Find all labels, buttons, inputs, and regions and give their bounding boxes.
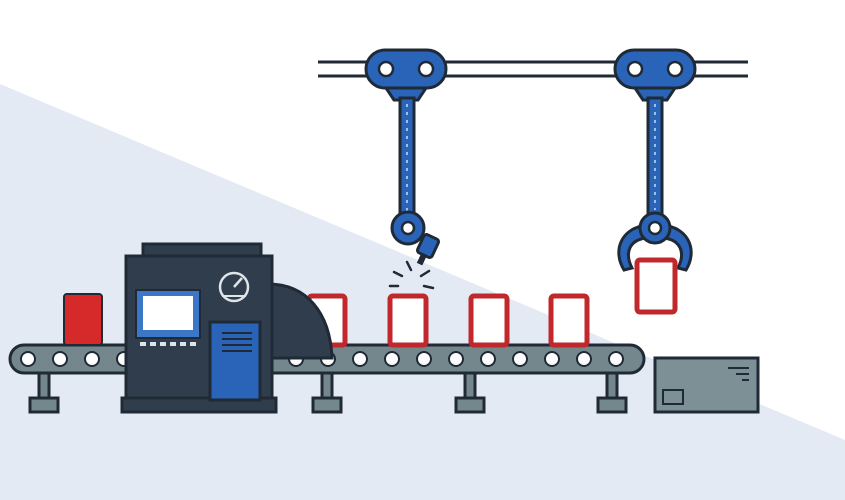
pressure-gauge [218,271,250,303]
robot-arm-gripper [613,48,697,272]
conveyor-stands [28,370,628,414]
product-outline [468,293,510,348]
product-finished [63,293,103,346]
shipping-box [653,356,760,414]
robot-arm-welder [364,48,448,266]
product-outline [548,293,590,348]
control-screen [135,289,201,346]
machine-panel [208,320,262,402]
assembly-machine [120,242,334,414]
weld-sparks [388,260,435,290]
product-held [634,257,678,315]
product-outline [387,293,429,348]
